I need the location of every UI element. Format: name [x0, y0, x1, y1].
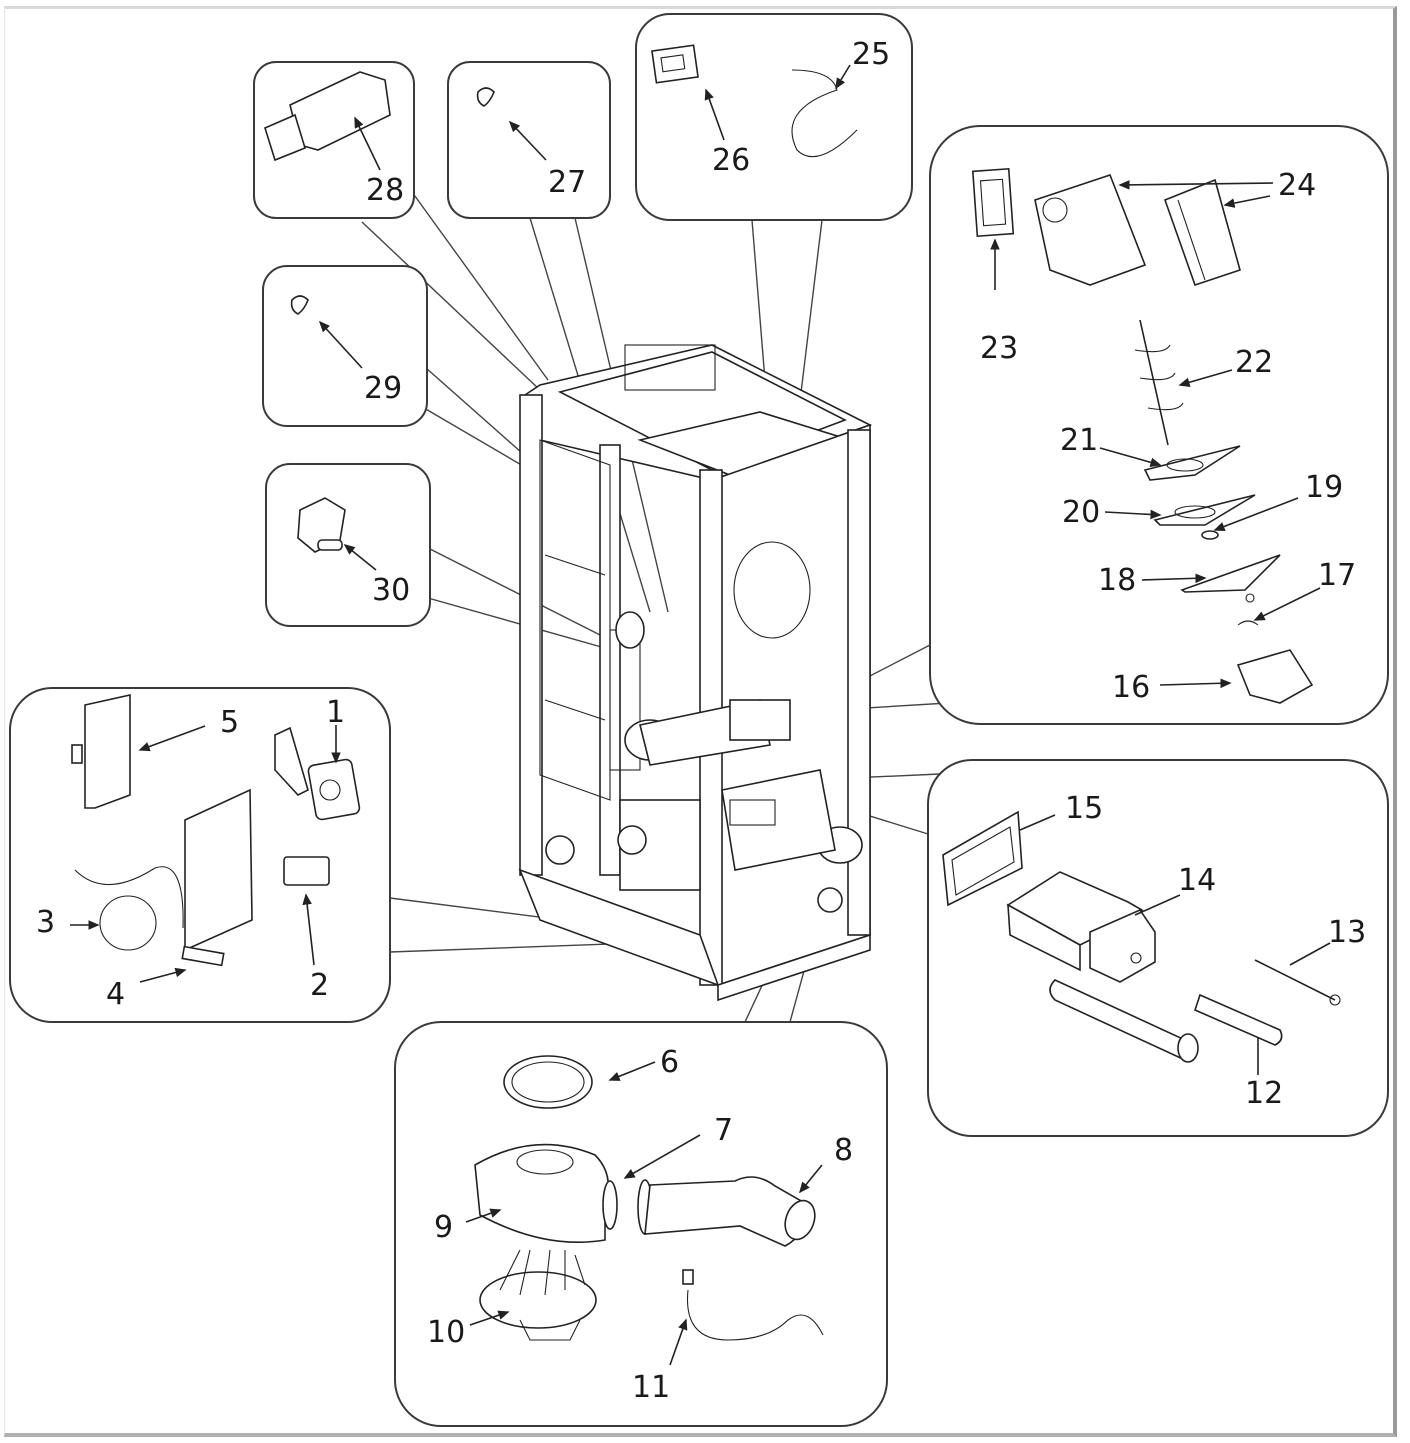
callout-label-18: 18 — [1098, 563, 1136, 598]
callout-label-6: 6 — [660, 1045, 679, 1080]
callout-label-17: 17 — [1318, 558, 1356, 593]
callout-box-clip-27: 27 — [447, 61, 611, 219]
callout-label-1: 1 — [326, 695, 345, 730]
callout-box-burner: 15 14 13 12 — [927, 759, 1389, 1137]
callout-label-26: 26 — [712, 143, 750, 178]
callout-box-fan: 6 7 8 9 10 11 — [394, 1021, 888, 1427]
callout-label-12: 12 — [1245, 1076, 1283, 1111]
callout-label-14: 14 — [1178, 863, 1216, 898]
callout-label-11: 11 — [632, 1370, 670, 1405]
callout-label-25: 25 — [852, 37, 890, 72]
callout-label-29: 29 — [364, 371, 402, 406]
callout-box-feeder: 24 23 22 21 20 19 18 17 16 — [929, 125, 1389, 725]
callout-label-24: 24 — [1278, 168, 1316, 203]
callout-label-10: 10 — [427, 1315, 465, 1350]
callout-label-30: 30 — [372, 573, 410, 608]
callout-label-9: 9 — [434, 1210, 453, 1245]
callout-label-28: 28 — [366, 173, 404, 208]
stove-main-unit — [518, 344, 873, 1002]
callout-box-clip-29: 29 — [262, 265, 428, 427]
callout-label-3: 3 — [36, 905, 55, 940]
callout-label-13: 13 — [1328, 915, 1366, 950]
callout-box-control: 25 26 — [635, 13, 913, 221]
callout-box-igniter: 28 — [253, 61, 415, 219]
callout-label-8: 8 — [834, 1133, 853, 1168]
callout-label-27: 27 — [548, 165, 586, 200]
callout-box-sensor: 30 — [265, 463, 431, 627]
callout-label-21: 21 — [1060, 423, 1098, 458]
callout-label-23: 23 — [980, 331, 1018, 366]
page-frame — [4, 6, 1397, 1437]
callout-label-16: 16 — [1112, 670, 1150, 705]
callout-label-19: 19 — [1305, 470, 1343, 505]
callout-label-5: 5 — [220, 705, 239, 740]
callout-label-7: 7 — [714, 1113, 733, 1148]
callout-label-4: 4 — [106, 977, 125, 1012]
callout-label-2: 2 — [310, 968, 329, 1003]
callout-label-22: 22 — [1235, 345, 1273, 380]
callout-box-electronics: 1 2 3 4 5 — [9, 687, 391, 1023]
callout-label-15: 15 — [1065, 791, 1103, 826]
callout-label-20: 20 — [1062, 495, 1100, 530]
